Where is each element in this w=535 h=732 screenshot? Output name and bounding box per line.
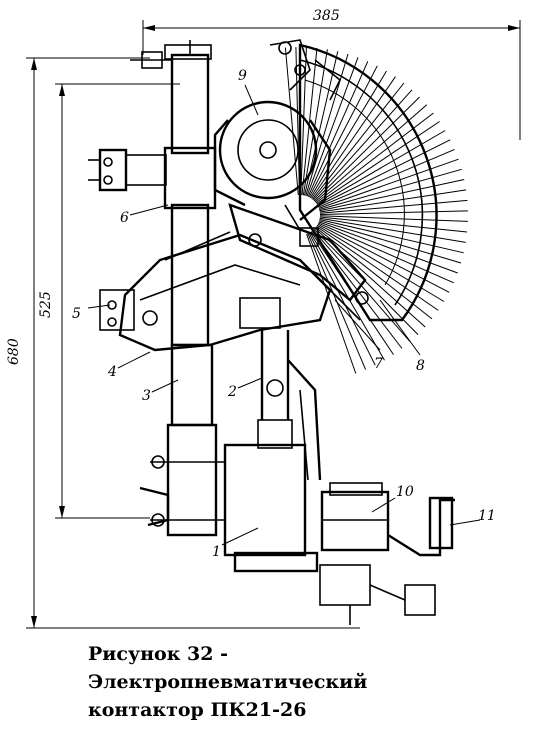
arc-chute-plate-line xyxy=(318,148,455,208)
arc-chute-plate-line xyxy=(319,168,462,211)
arc-chute-plate-line xyxy=(318,158,459,209)
arc-chute-plate-line xyxy=(314,104,428,203)
caption-line-3: контактор ПК21-26 xyxy=(88,699,307,721)
arc-chute-plate-line xyxy=(319,220,462,264)
arc-chute-plate-line xyxy=(307,61,369,197)
dimension-525: 525 xyxy=(38,83,180,519)
arc-chute-plate-line xyxy=(310,231,394,355)
contact-arm xyxy=(228,203,369,305)
callout-3: 3 xyxy=(142,388,151,404)
arc-chute-plate-line xyxy=(316,224,445,302)
arc-chute-plate-line xyxy=(313,228,419,335)
arc-chute-plate-line xyxy=(310,76,396,199)
arc-chute-plate-line xyxy=(316,225,439,311)
arc-chute-plate-line xyxy=(316,121,440,205)
callout-10: 10 xyxy=(396,484,414,500)
arc-chute-plate-line xyxy=(319,179,465,212)
arc-chute-plate-line xyxy=(313,96,420,202)
arc-chute-plate-line xyxy=(306,57,359,197)
arc-chute-plate-line xyxy=(301,47,318,196)
figure-caption: Рисунок 32 - Электропневматический конта… xyxy=(88,640,528,724)
dim-525-label: 525 xyxy=(38,291,54,318)
pneumatic-cylinder xyxy=(139,330,322,573)
dimension-680: 680 xyxy=(6,57,360,629)
arc-chute-plate-line xyxy=(319,199,468,214)
arc-chute-plate-line xyxy=(284,47,299,196)
callout-4: 4 xyxy=(107,364,117,380)
magnet-valve xyxy=(319,482,455,625)
contactor-drawing: 385 680 525 xyxy=(6,8,521,629)
arc-chute-plate-line xyxy=(319,210,468,215)
arc-chute-plate-line xyxy=(315,112,434,204)
arc-chute-plate-line xyxy=(318,221,458,274)
callout-6: 6 xyxy=(120,210,129,226)
arc-chute-plate-line xyxy=(306,233,357,374)
caption-line-1: Рисунок 32 - xyxy=(88,643,228,665)
arc-chute-plate-line xyxy=(317,139,451,207)
arc-chute-plate-line xyxy=(305,53,349,196)
arc-chute-plate-line xyxy=(319,189,467,213)
callout-11: 11 xyxy=(478,508,496,524)
arc-chute-plate-line xyxy=(315,227,433,320)
arc-chute-plate-line xyxy=(317,130,446,206)
dim-385-label: 385 xyxy=(313,8,340,24)
arc-chute-plate-line xyxy=(319,216,468,233)
arc-chute-plate-line xyxy=(317,223,450,293)
arc-chute-plate-line xyxy=(319,215,468,222)
arc-chute-plate-line xyxy=(319,217,466,243)
arc-chute xyxy=(284,43,468,374)
upper-terminal-block xyxy=(88,148,167,192)
callout-2: 2 xyxy=(227,384,237,400)
callout-7: 7 xyxy=(374,356,383,372)
caption-line-2: Электропневматический xyxy=(88,671,368,693)
arc-chute-plate-line xyxy=(308,65,378,198)
arc-chute-plate-line xyxy=(312,89,413,201)
arc-chute-plate-line xyxy=(319,219,464,254)
callout-1: 1 xyxy=(212,544,221,560)
arc-chute-plate-line xyxy=(302,49,328,196)
lever-assembly xyxy=(99,231,361,352)
arc-chute-plate-line xyxy=(295,47,300,196)
arc-chute-plate-line xyxy=(318,222,454,284)
leader-lines xyxy=(87,84,481,546)
callout-9: 9 xyxy=(238,68,247,84)
callout-5: 5 xyxy=(72,306,81,322)
arc-chute-plate-line xyxy=(309,70,387,199)
callout-8: 8 xyxy=(416,358,425,374)
dimension-385: 385 xyxy=(142,8,521,140)
dim-680-label: 680 xyxy=(6,338,22,365)
arc-chute-plate-line xyxy=(308,232,376,366)
